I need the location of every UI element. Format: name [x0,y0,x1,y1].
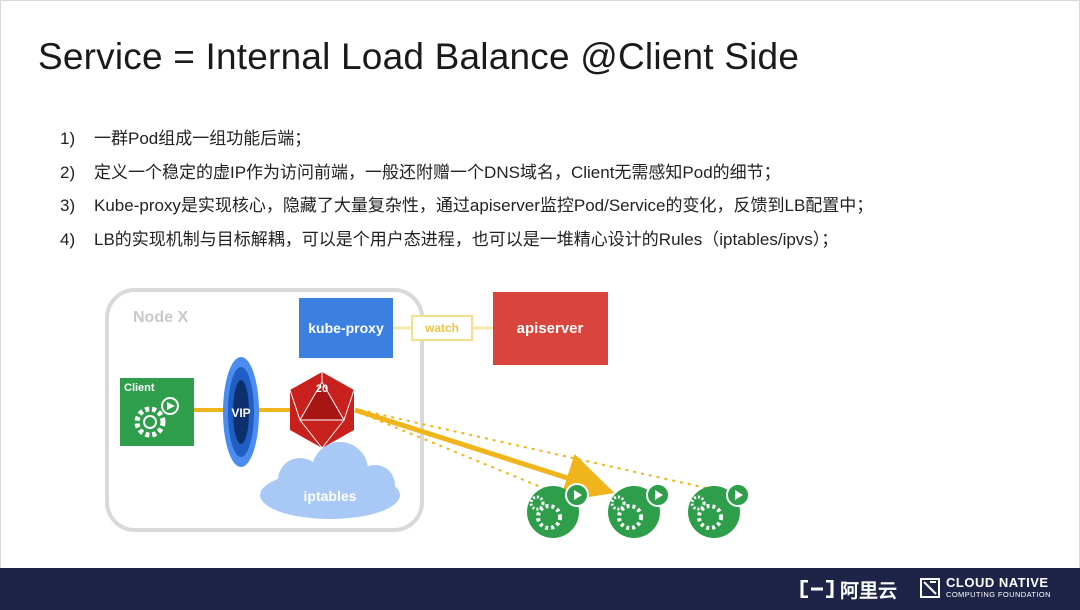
bullet-item: 3) Kube-proxy是实现核心，隐藏了大量复杂性，通过apiserver监控… [60,191,873,221]
cncf-sub-text: COMPUTING FOUNDATION [946,590,1051,599]
client-label: Client [124,382,155,394]
architecture-diagram: Node X iptables kube-proxy watch apiserv… [105,288,750,538]
cncf-mark-icon [920,578,940,598]
alibaba-cloud-logo: 阿里云 [800,577,898,602]
kube-proxy-box [299,298,393,358]
bullet-text: Kube-proxy是实现核心，隐藏了大量复杂性，通过apiserver监控Po… [94,196,874,215]
pod-icon [688,483,750,538]
dice-number: 20 [316,383,328,395]
bullet-item: 2) 定义一个稳定的虚IP作为访问前端，一般还附赠一个DNS域名，Client无需… [60,158,781,188]
watch-box [411,315,473,341]
bullet-item: 4) LB的实现机制与目标解耦，可以是个用户态进程，也可以是一堆精心设计的Rule… [60,225,838,255]
route-line-dotted [357,411,549,491]
bullet-number: 2) [60,163,76,182]
apiserver-box [493,292,608,365]
slide-title: Service = Internal Load Balance @Client … [38,36,800,77]
gear-icon [134,397,179,438]
route-arrow [354,407,615,502]
node-label: Node X [133,309,188,326]
pod-icon [608,483,670,538]
bullet-number: 1) [60,129,76,148]
watch-label: watch [424,321,459,335]
apiserver-label: apiserver [517,320,584,337]
client-box [120,378,194,446]
iptables-label: iptables [304,488,357,504]
kube-proxy-label: kube-proxy [308,320,384,336]
alibaba-cloud-mark-icon [800,579,834,599]
cncf-logo: CLOUD NATIVE COMPUTING FOUNDATION [920,576,1051,600]
bullet-text: 一群Pod组成一组功能后端； [94,129,312,148]
footer-bar [0,568,1080,610]
bullet-text: 定义一个稳定的虚IP作为访问前端，一般还附赠一个DNS域名，Client无需感知… [94,163,781,182]
bullet-number: 4) [60,230,76,249]
bullet-number: 3) [60,196,76,215]
iptables-cloud [260,442,400,519]
bullet-item: 1) 一群Pod组成一组功能后端； [60,124,311,154]
vip-label: VIP [231,406,250,420]
vip-portal [223,357,259,467]
bullet-text: LB的实现机制与目标解耦，可以是个用户态进程，也可以是一堆精心设计的Rules（… [94,230,839,249]
dice-icon [289,372,355,449]
alibaba-cloud-text: 阿里云 [840,579,898,602]
cncf-main-text: CLOUD NATIVE [946,575,1049,590]
pod-icon [527,483,589,538]
